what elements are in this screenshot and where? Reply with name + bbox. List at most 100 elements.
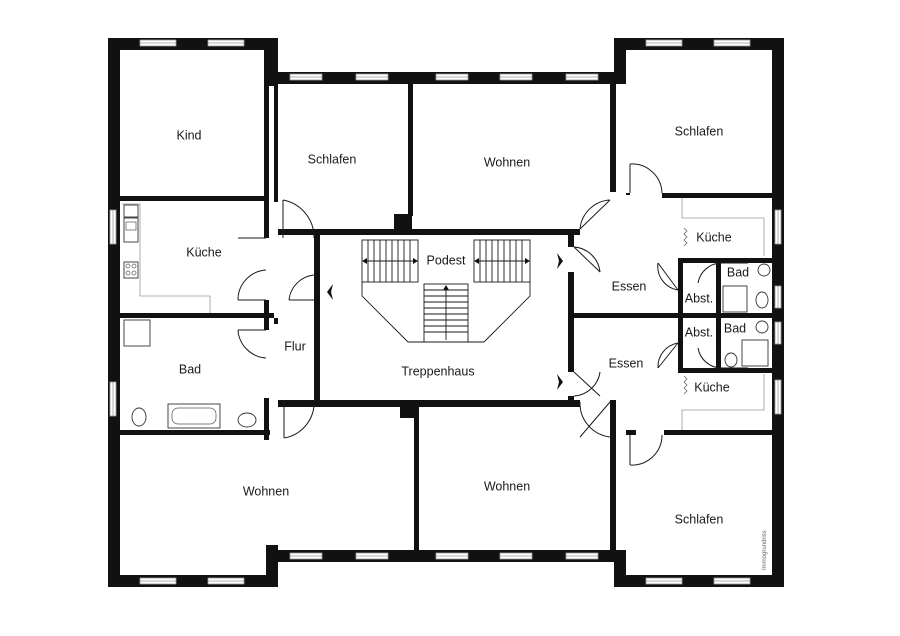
room-label-flur: Flur xyxy=(284,339,306,353)
wall xyxy=(274,318,278,324)
room-label-treppenhaus: Treppenhaus xyxy=(401,364,474,378)
kitchen-right-bottom xyxy=(681,374,765,430)
room-label-schlafen: Schlafen xyxy=(675,512,724,526)
burner xyxy=(131,263,137,269)
stair-arrows xyxy=(362,258,530,290)
wall xyxy=(568,235,574,247)
door-swing xyxy=(629,434,663,466)
stair-flight-center xyxy=(423,283,469,343)
room-label-kueche: Küche xyxy=(186,245,221,259)
wall xyxy=(264,50,269,238)
wall xyxy=(614,38,784,50)
chevron-left-icon xyxy=(327,284,333,300)
room-label-bad: Bad xyxy=(727,265,749,279)
window xyxy=(139,577,177,585)
wall xyxy=(772,38,784,587)
wall xyxy=(574,313,776,318)
windows xyxy=(109,39,782,585)
radiator-icon xyxy=(683,227,688,247)
wall xyxy=(274,84,278,202)
window xyxy=(645,577,683,585)
wall xyxy=(716,318,721,372)
toilet-icon xyxy=(755,291,769,309)
wall xyxy=(568,396,574,402)
window xyxy=(289,73,323,81)
window xyxy=(713,39,751,47)
wall xyxy=(314,235,320,401)
chevron-right-icon xyxy=(557,374,563,390)
window xyxy=(207,39,245,47)
window xyxy=(565,73,599,81)
burner xyxy=(125,270,131,276)
door-swing xyxy=(657,262,679,291)
door-swing xyxy=(629,163,663,194)
window xyxy=(435,552,469,560)
wall xyxy=(610,84,616,192)
dish-rack-icon xyxy=(123,204,139,218)
window xyxy=(435,73,469,81)
wall xyxy=(662,193,776,198)
window xyxy=(774,285,782,309)
door-swing xyxy=(579,199,611,230)
stove-icon xyxy=(123,261,139,279)
room-label-kind: Kind xyxy=(176,128,201,142)
sink-basin xyxy=(125,221,137,231)
arrow-left-icon xyxy=(362,258,367,264)
window xyxy=(355,552,389,560)
entrance-markers xyxy=(327,253,563,390)
wall xyxy=(108,38,120,587)
room-label-abst: Abst. xyxy=(685,291,714,305)
door-swing xyxy=(283,399,315,439)
bathroom-right-bottom xyxy=(724,320,769,368)
wall xyxy=(678,258,683,315)
window xyxy=(207,577,245,585)
wall xyxy=(678,318,683,372)
wall xyxy=(120,313,274,318)
room-label-essen: Essen xyxy=(609,356,644,370)
wall xyxy=(108,575,278,587)
kitchen-left xyxy=(122,203,211,313)
room-label-schlafen: Schlafen xyxy=(675,124,724,138)
wall xyxy=(394,214,412,235)
wall xyxy=(610,400,616,550)
room-label-bad: Bad xyxy=(179,362,201,376)
window xyxy=(499,73,533,81)
arrow-up-icon xyxy=(443,285,449,290)
window xyxy=(499,552,533,560)
wall xyxy=(678,368,776,373)
room-label-essen: Essen xyxy=(612,279,647,293)
window xyxy=(109,209,117,245)
arrow-right-icon xyxy=(413,258,418,264)
room-label-bad: Bad xyxy=(724,321,746,335)
shower-tray-icon xyxy=(722,285,748,313)
room-label-kueche: Küche xyxy=(696,230,731,244)
wall xyxy=(678,258,776,263)
room-label-wohnen: Wohnen xyxy=(484,155,530,169)
door-swing xyxy=(282,199,315,239)
shower-tray-icon xyxy=(123,319,151,347)
room-label-schlafen: Schlafen xyxy=(308,152,357,166)
door-swing xyxy=(237,237,267,301)
wall xyxy=(264,398,269,440)
window xyxy=(289,552,323,560)
window xyxy=(774,379,782,415)
arrow-left-icon xyxy=(474,258,479,264)
door-swing xyxy=(573,246,601,273)
bathroom-left xyxy=(123,319,257,429)
door-swing xyxy=(573,371,601,397)
wall xyxy=(626,430,636,435)
room-label-wohnen: Wohnen xyxy=(243,484,289,498)
chevron-right-icon xyxy=(557,253,563,269)
door-swing xyxy=(288,274,315,301)
radiator-icon xyxy=(683,375,688,395)
door-swing xyxy=(237,329,267,359)
watermark: Immogrundriss xyxy=(762,530,768,570)
arrow-right-icon xyxy=(525,258,530,264)
doors xyxy=(237,163,748,466)
bathtub-inner xyxy=(171,407,217,425)
washbasin-icon xyxy=(237,412,257,428)
kitchen-counter xyxy=(122,203,211,313)
window xyxy=(565,552,599,560)
wall xyxy=(120,430,270,435)
